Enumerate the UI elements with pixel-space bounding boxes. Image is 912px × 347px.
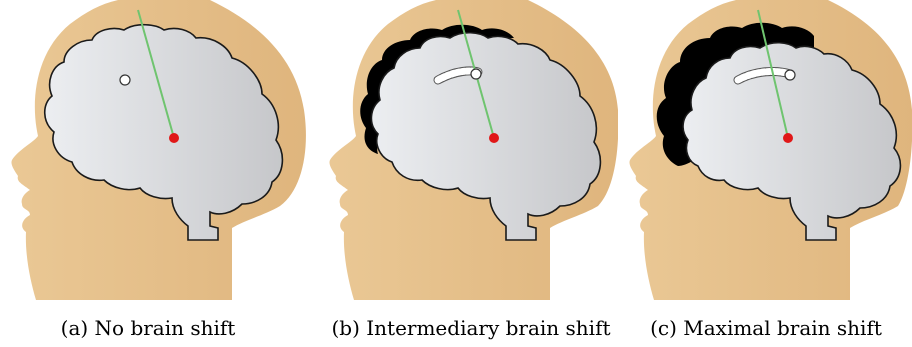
panel-intermediary-shift (318, 0, 618, 347)
panel-maximal-shift (618, 0, 912, 347)
target-point (783, 133, 793, 143)
entry-marker (785, 70, 795, 80)
caption-c: (c) Maximal brain shift (620, 316, 912, 340)
panel-no-shift (0, 0, 312, 347)
entry-marker (120, 75, 130, 85)
head-diagram-b (318, 0, 618, 310)
target-point (169, 133, 179, 143)
head-diagram-a (0, 0, 312, 310)
caption-b: (b) Intermediary brain shift (326, 316, 616, 340)
target-point (489, 133, 499, 143)
caption-a: (a) No brain shift (48, 316, 248, 340)
entry-marker (471, 69, 481, 79)
head-diagram-c (618, 0, 912, 310)
